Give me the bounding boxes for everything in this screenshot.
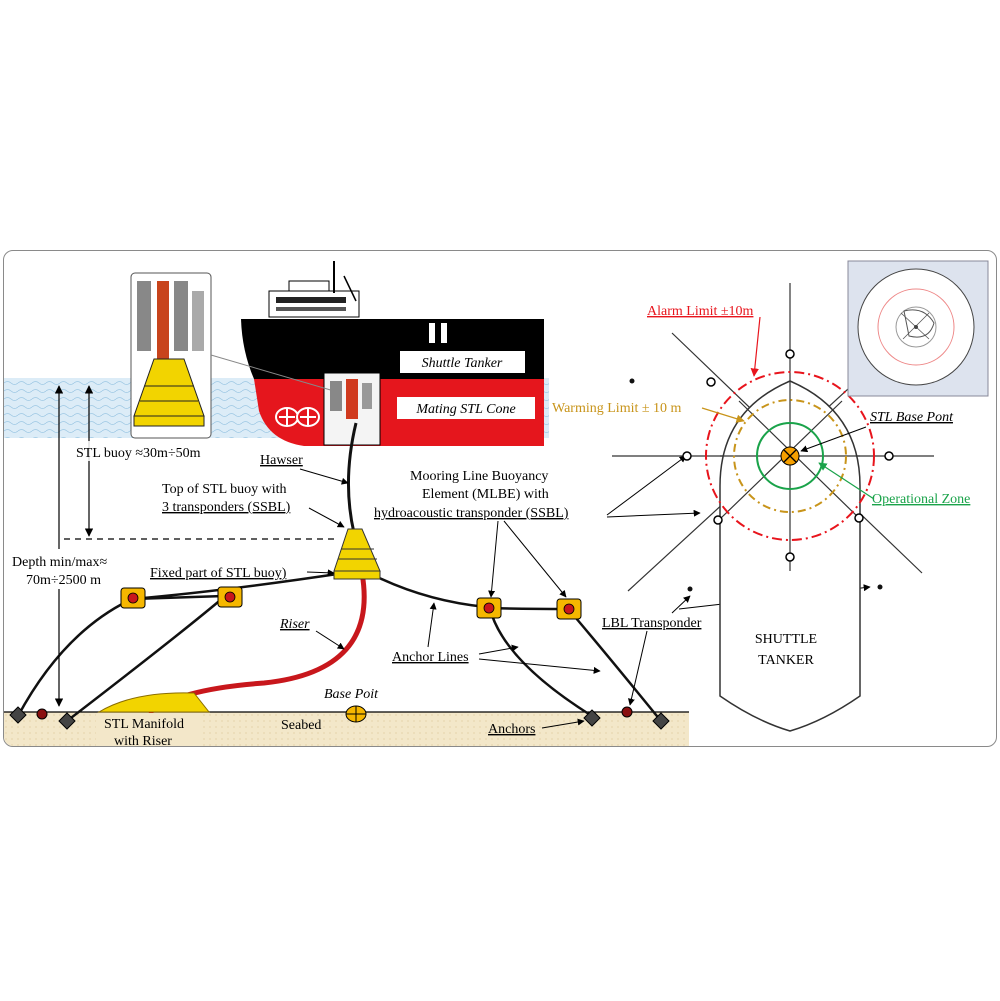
lbl-transponder-dot	[629, 378, 635, 384]
mlbe-transponder-icon	[785, 552, 795, 562]
fixed-part-label: Fixed part of STL buoy)	[150, 566, 287, 581]
depth-label-2: 70m÷2500 m	[26, 573, 101, 588]
lbl-transponder-icon	[621, 706, 633, 718]
stl-manifold	[97, 692, 211, 713]
mating-cone-label-box	[397, 397, 535, 419]
manifold-label-2: with Riser	[114, 734, 172, 746]
stl-base-point-icon	[780, 446, 800, 466]
mlbe-transponder-icon	[713, 515, 723, 525]
radar-display-inset	[847, 260, 989, 397]
lbl-transponder-dot	[877, 584, 883, 590]
warning-limit-label: Warming Limit ± 10 m	[552, 401, 682, 416]
anchor-icon	[58, 712, 76, 730]
buoy-inset-image	[130, 272, 335, 439]
anchor-lines	[16, 571, 662, 722]
mlbe-label-1: Mooring Line Buoyancy	[410, 469, 548, 484]
shuttle-tanker-plan-label-1: SHUTTLE	[755, 632, 817, 647]
riser-label: Riser	[279, 617, 310, 632]
anchors-label: Anchors	[488, 722, 535, 737]
lbl-transponder-label: LBL Transponder	[602, 616, 702, 631]
diagram-frame: Shuttle Tanker Mating STL Cone	[3, 250, 997, 747]
mlbe-float	[217, 586, 243, 608]
mlbe-float	[476, 597, 502, 619]
alarm-limit-label: Alarm Limit ±10m	[647, 304, 754, 319]
mlbe-transponder-icon	[682, 451, 692, 461]
operational-zone-circle	[756, 422, 824, 490]
mlbe-transponder-icon	[884, 451, 894, 461]
mlbe-float	[120, 587, 146, 609]
operational-zone-label: Operational Zone	[872, 492, 970, 507]
anchor-icon	[9, 706, 27, 724]
shuttle-tanker-label: Shuttle Tanker	[422, 356, 503, 371]
lbl-transponder-dot	[687, 586, 693, 592]
anchor-lines-label: Anchor Lines	[392, 650, 469, 665]
top-buoy-label-2: 3 transponders (SSBL)	[162, 500, 291, 515]
stl-mooring-diagram: Shuttle Tanker Mating STL Cone	[4, 260, 989, 746]
top-buoy-label-1: Top of STL buoy with	[162, 482, 287, 497]
mlbe-transponder-icon	[854, 513, 864, 523]
hawser-label: Hawser	[260, 453, 303, 468]
stl-buoy-depth-label: STL buoy ≈30m÷50m	[76, 446, 201, 461]
stl-buoy	[333, 528, 381, 580]
shuttle-tanker-plan-label-2: TANKER	[758, 653, 814, 668]
mlbe-transponder-icon	[706, 377, 716, 387]
lbl-transponder-icon	[36, 708, 48, 720]
anchor-icon	[652, 712, 670, 730]
seabed-label: Seabed	[281, 718, 321, 733]
anchor-icon	[583, 709, 601, 727]
alarm-limit-circle	[705, 371, 875, 541]
mlbe-float	[556, 598, 582, 620]
mlbe-label-2: Element (MLBE) with	[422, 487, 549, 502]
mlbe-label-3: hydroacoustic transponder (SSBL)	[374, 506, 569, 521]
mlbe-transponder-icon	[785, 349, 795, 359]
base-point-label: Base Poit	[324, 687, 379, 702]
manifold-label-1: STL Manifold	[104, 717, 184, 732]
base-point-icon	[345, 705, 367, 723]
shuttle-tanker-label-box	[400, 351, 525, 373]
depth-label-1: Depth min/max≈	[12, 555, 107, 570]
warning-limit-circle	[733, 399, 847, 513]
mating-cone-label: Mating STL Cone	[415, 402, 515, 417]
stl-base-point-label: STL Base Pont	[870, 410, 954, 425]
